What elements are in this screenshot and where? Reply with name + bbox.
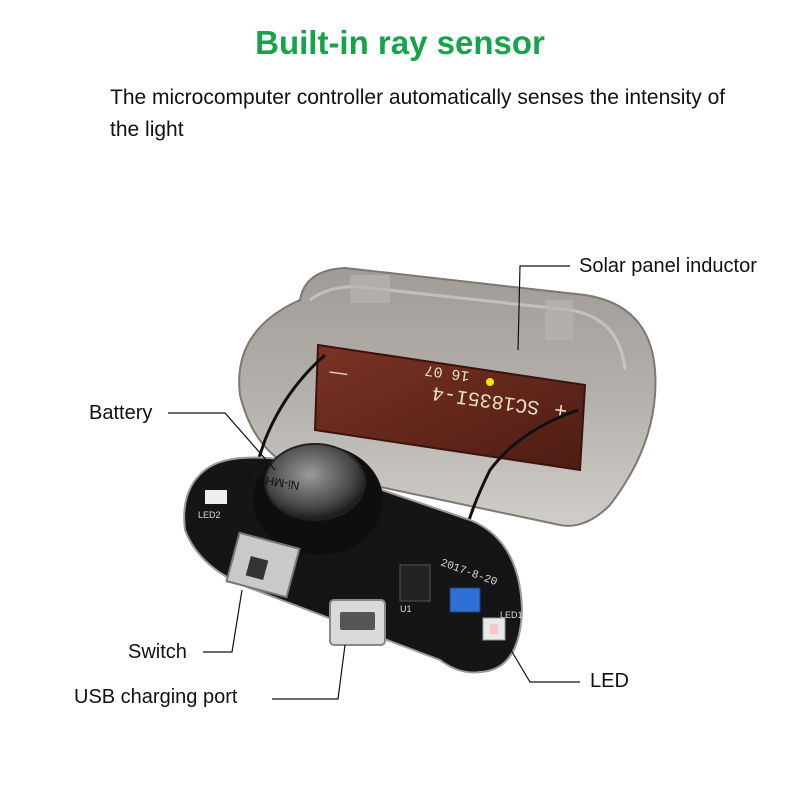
callout-lines (168, 265, 580, 700)
usb-port-label: USB charging port (74, 686, 238, 708)
led2-component (205, 490, 227, 504)
switch-label: Switch (128, 641, 187, 663)
controller-chip (399, 564, 431, 602)
battery-callout-line (168, 412, 276, 471)
led-label: LED (590, 670, 629, 692)
solar-panel: — 16 07 SC1835I-4 + (313, 343, 587, 472)
blue-potentiometer (449, 587, 481, 613)
led-callout-line (507, 644, 580, 683)
led-lens (490, 624, 498, 634)
solar-panel-label: Solar panel inductor (579, 255, 757, 277)
page-subtitle: The microcomputer controller automatical… (110, 86, 726, 141)
led1-text: LED1 (500, 610, 523, 620)
usb-opening (340, 612, 375, 630)
switch-knob (245, 556, 269, 580)
u1-text: U1 (400, 604, 412, 614)
switch-callout-line (203, 589, 243, 653)
light-sensor-dot (486, 378, 494, 386)
solar-callout-line (517, 265, 570, 351)
usb-callout-line (272, 644, 346, 700)
battery (264, 443, 366, 521)
battery-label: Battery (89, 402, 153, 424)
panel-minus-text: — (328, 364, 349, 386)
led2-text: LED2 (198, 510, 221, 520)
circuit-board: Ni-MH 3.6V 2017-8-20 LED1 LED2 U1 (183, 443, 524, 674)
panel-date-text: 16 07 (424, 361, 471, 384)
page-title: Built-in ray sensor (255, 24, 545, 61)
